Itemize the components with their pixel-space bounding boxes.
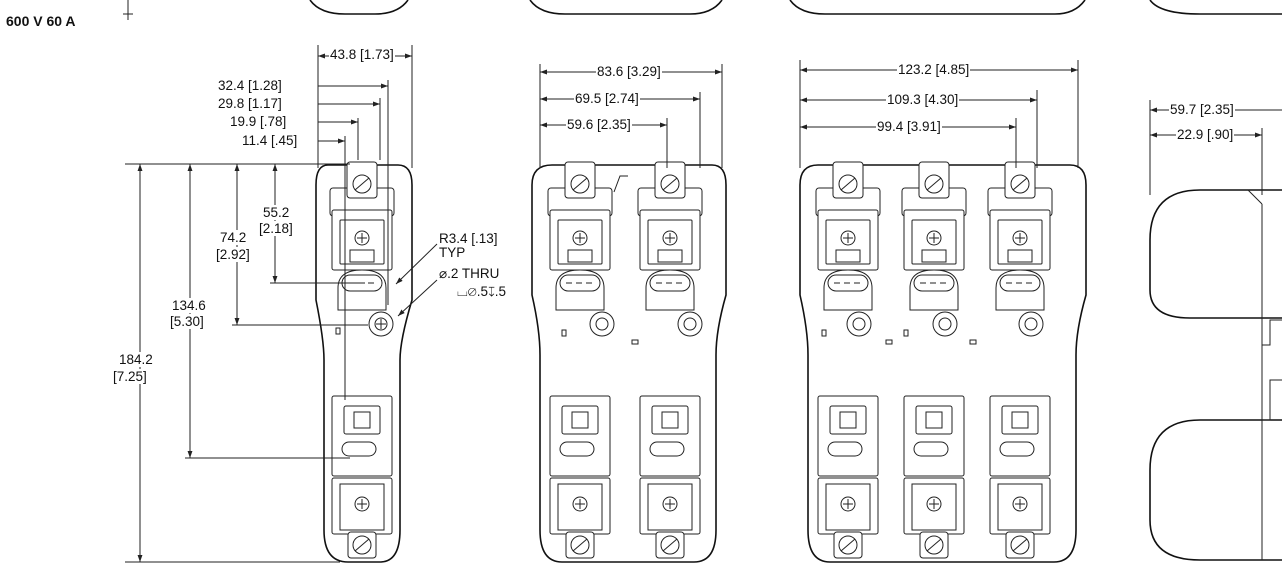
dim-side-depth: 59.7 [2.35] <box>1169 102 1235 117</box>
dim-d4: 11.4 [.45] <box>241 133 299 148</box>
top-remnant-3 <box>789 0 1086 15</box>
dim-two-pole-d2: 59.6 [2.35] <box>566 117 632 132</box>
dim-side-d1: 22.9 [.90] <box>1176 127 1235 142</box>
dim-overall-width: 43.8 [1.73] <box>329 47 395 62</box>
top-remnant-2 <box>529 0 723 15</box>
note-radius: R3.4 [.13] <box>439 231 498 246</box>
dim-two-pole-overall: 83.6 [3.29] <box>596 64 662 79</box>
dim-v-hole-mm: 74.2 <box>219 230 248 245</box>
dim-v-overall-in: [7.25] <box>112 369 148 384</box>
dim-d2: 29.8 [1.17] <box>217 96 283 111</box>
dim-v-slot-in: [2.18] <box>258 221 294 236</box>
rating-label: 600 V 60 A <box>6 13 76 29</box>
note-hole: ⌀.2 THRU <box>439 266 500 281</box>
dim-v-lower-mm: 134.6 <box>171 298 207 313</box>
dim-d3: 19.9 [.78] <box>229 114 288 129</box>
dim-v-slot-mm: 55.2 <box>262 205 291 220</box>
top-remnant-4 <box>1149 0 1282 15</box>
dim-v-overall-mm: 184.2 <box>118 352 154 367</box>
dim-d1: 32.4 [1.28] <box>217 78 283 93</box>
one-pole-view <box>315 161 413 563</box>
note-counterbore: ⌴⌀.5↧.5 <box>457 284 507 299</box>
two-pole-dims <box>539 64 723 168</box>
dim-three-pole-d1: 109.3 [4.30] <box>886 92 960 107</box>
two-pole-view <box>531 161 727 563</box>
dim-three-pole-d2: 99.4 [3.91] <box>876 119 942 134</box>
note-radius-typ: TYP <box>439 245 466 260</box>
note-leaders <box>395 243 438 317</box>
side-view <box>1149 189 1282 561</box>
top-remnant-1 <box>309 0 409 15</box>
dim-two-pole-d1: 69.5 [2.74] <box>574 91 640 106</box>
dim-v-hole-in: [2.92] <box>215 247 251 262</box>
three-pole-view <box>799 161 1087 563</box>
dim-three-pole-overall: 123.2 [4.85] <box>897 62 971 77</box>
dim-v-lower-in: [5.30] <box>169 314 205 329</box>
